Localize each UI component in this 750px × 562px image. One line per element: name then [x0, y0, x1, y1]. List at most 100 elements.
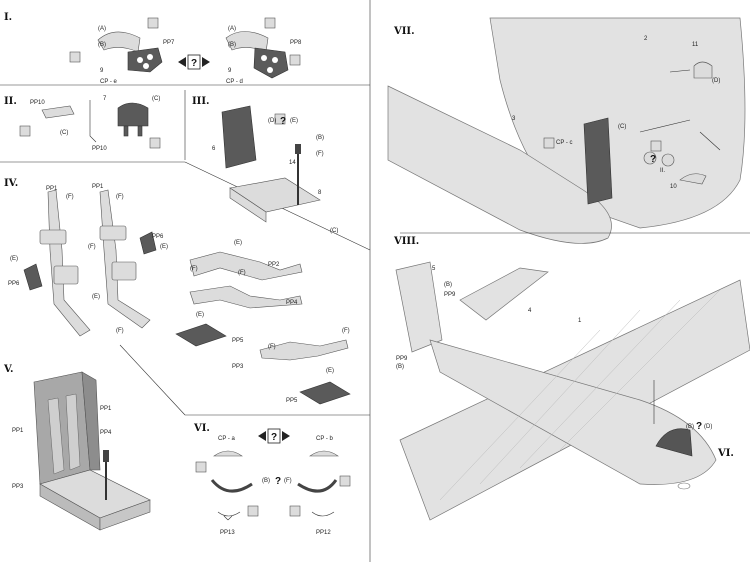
- part-callout-label: (F): [88, 244, 96, 250]
- part-callout-label: (A): [228, 26, 236, 32]
- part-callout-label: (F): [116, 194, 124, 200]
- part-callout-label: (C): [618, 124, 626, 130]
- part-callout-label: PP10: [30, 100, 45, 106]
- part-callout-label: 4: [528, 308, 532, 314]
- part-callout-label: (C): [330, 228, 338, 234]
- part-callout-label: PP13: [220, 530, 235, 536]
- part-callout-label: (F): [238, 270, 246, 276]
- part-callout-label: (B): [444, 282, 452, 288]
- choice-arrow-icon: ?: [258, 428, 290, 444]
- part-callout-label: PP5: [232, 338, 244, 344]
- part-callout-label: 9: [100, 68, 104, 74]
- part-callout-label: (B): [316, 135, 324, 141]
- part-callout-label: (B): [396, 364, 404, 370]
- part-callout-label: PP2: [268, 262, 280, 268]
- section-vii: VII. 2 11 (D) 3 CP - c (C) ? II. 10: [387, 17, 746, 244]
- part-callout-label: 7: [103, 96, 107, 102]
- part-callout-label: ?: [191, 58, 197, 69]
- part-callout-label: PP9: [444, 292, 456, 298]
- part-disc: [643, 151, 657, 165]
- part-callout-label: (E): [92, 294, 100, 300]
- section-vi-title: VI.: [193, 423, 210, 434]
- part-callout-label: II.: [660, 168, 665, 174]
- part-callout-label: PP5: [286, 398, 298, 404]
- part-callout-label: ?: [650, 154, 656, 165]
- seat-assembly: [33, 371, 151, 531]
- detail-box-icon: [247, 505, 259, 517]
- detail-box-icon: [339, 475, 351, 487]
- part-cp-b-canopy: [309, 450, 339, 457]
- section-iii-title: III.: [192, 96, 210, 107]
- section-i: I. (A) (B) PP7 9 CP - e (A) (B) PP8 9 CP…: [4, 12, 302, 85]
- detail-box-icon: [289, 54, 301, 66]
- part-callout-label: PP4: [100, 430, 112, 436]
- detail-box-icon: [650, 140, 662, 152]
- part-callout-label: (F): [116, 328, 124, 334]
- detail-box-icon: [195, 461, 207, 473]
- part-callout-label: PP9: [396, 356, 408, 362]
- part-callout-label: 10: [670, 184, 677, 190]
- part-callout-label: CP - a: [218, 436, 236, 442]
- part-pp5-plate: [175, 323, 227, 347]
- part-callout-label: (B): [98, 42, 106, 48]
- cockpit-tub: [583, 117, 613, 205]
- part-callout-label: ?: [271, 432, 277, 443]
- part-callout-label: PP10: [92, 146, 107, 152]
- part-callout-label: PP8: [290, 40, 302, 46]
- part-callout-label: CP - c: [556, 140, 573, 146]
- section-iv: IV. PP1 PP1 (F) (F) PP6 (E) (E) PP6 (F) …: [4, 178, 351, 405]
- part-callout-label: CP - b: [316, 436, 334, 442]
- part-callout-label: (E): [196, 312, 204, 318]
- part-callout-label: (F): [284, 478, 292, 484]
- part-callout-label: PP3: [232, 364, 244, 370]
- part-pp13-frame: [210, 479, 253, 493]
- part-6-seatback: [221, 105, 257, 169]
- part-callout-label: (E): [10, 256, 18, 262]
- part-callout-label: (F): [268, 344, 276, 350]
- part-callout-label: PP3: [12, 484, 24, 490]
- detail-box-icon: [147, 17, 159, 29]
- vertical-stabilizer: [395, 261, 443, 353]
- part-callout-label: (E): [160, 244, 168, 250]
- part-pp10-strip: [41, 105, 75, 119]
- part-10-fairing: [679, 173, 707, 185]
- lap-belt-assembly: [189, 251, 349, 361]
- part-callout-label: (D): [712, 78, 720, 84]
- section-ii-title: II.: [4, 96, 17, 107]
- part-callout-label: (D): [268, 118, 276, 124]
- part-callout-label: PP1: [12, 428, 24, 434]
- part-callout-label: PP4: [286, 300, 298, 306]
- part-callout-label: 6: [212, 146, 216, 152]
- section-ii: II. PP10 7 (C) (C) PP10: [4, 96, 160, 152]
- detail-box-icon: [264, 17, 276, 29]
- section-v: V. PP1 PP1 PP4 PP3: [3, 364, 151, 531]
- part-callout-label: PP6: [8, 281, 20, 287]
- part-callout-label: CP - e: [100, 79, 118, 85]
- part-callout-label: CP - d: [226, 79, 243, 85]
- part-callout-label: (C): [60, 130, 68, 136]
- part-callout-label: PP6: [152, 234, 164, 240]
- detail-box-icon: [149, 137, 161, 149]
- section-viii-title: VIII.: [393, 236, 419, 247]
- part-callout-label: ?: [696, 421, 702, 432]
- detail-box-icon: [543, 137, 555, 149]
- part-callout-label: (F): [66, 194, 74, 200]
- part-callout-label: (F): [190, 266, 198, 272]
- part-callout-label: 8: [318, 190, 322, 196]
- horizontal-stabilizer: [459, 267, 549, 321]
- cockpit-canopy: [655, 428, 693, 457]
- part-callout-label: 5: [432, 266, 436, 272]
- section-iii: III. 6 (D) ? (E) (B) (F) 14 8 (C): [192, 96, 338, 234]
- part-callout-label: (A): [98, 26, 106, 32]
- section-vi: VI. ? CP - a CP - b (B) ? (F) PP13 PP12: [193, 423, 351, 536]
- part-callout-label: PP7: [163, 40, 175, 46]
- part-callout-label: (B): [686, 424, 694, 430]
- part-pp5-plate: [299, 381, 351, 405]
- part-callout-label: 1: [578, 318, 582, 324]
- section-iv-title: IV.: [4, 178, 18, 189]
- part-callout-label: 14: [289, 160, 296, 166]
- part-callout-label: VI.: [717, 448, 734, 459]
- part-callout-label: (F): [316, 151, 324, 157]
- part-callout-label: 3: [512, 116, 516, 122]
